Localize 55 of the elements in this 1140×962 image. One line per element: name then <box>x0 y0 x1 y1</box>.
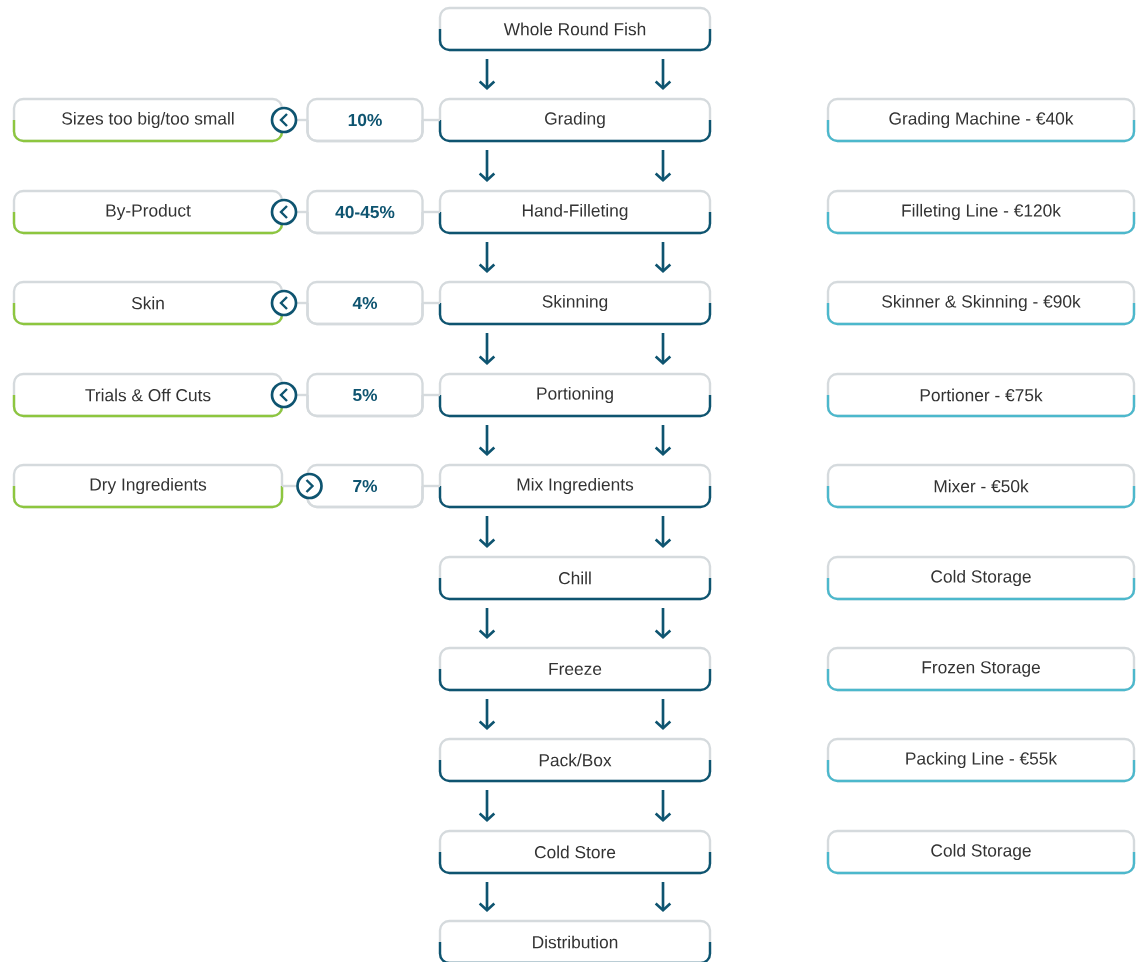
arrow <box>478 608 496 639</box>
equipment-box: Skinner & Skinning - €90k <box>826 280 1136 326</box>
equipment-box: Filleting Line - €120k <box>826 189 1136 235</box>
arrow <box>654 59 672 90</box>
connector-line <box>422 301 440 305</box>
equipment-box: Cold Storage <box>826 555 1136 601</box>
process-box: Freeze <box>438 646 712 692</box>
process-box: Whole Round Fish <box>438 6 712 52</box>
arrow <box>654 608 672 639</box>
process-box: Mix Ingredients <box>438 463 712 509</box>
arrow <box>478 59 496 90</box>
arrow <box>654 699 672 730</box>
arrow <box>654 516 672 548</box>
output-box: Dry Ingredients <box>12 463 284 509</box>
arrow <box>478 790 496 822</box>
arrow <box>654 242 672 273</box>
arrow <box>654 150 672 182</box>
arrow <box>478 150 496 182</box>
arrow <box>270 381 308 409</box>
arrow <box>478 333 496 365</box>
equipment-box: Grading Machine - €40k <box>826 97 1136 143</box>
connector-line <box>422 118 440 122</box>
arrow <box>654 882 672 912</box>
arrow <box>282 472 323 500</box>
equipment-box: Packing Line - €55k <box>826 737 1136 783</box>
process-box: Cold Store <box>438 829 712 875</box>
arrow <box>478 699 496 730</box>
arrow <box>654 333 672 365</box>
equipment-box: Mixer - €50k <box>826 463 1136 509</box>
percentage-box: 5% <box>306 372 424 418</box>
arrow <box>478 516 496 548</box>
arrow <box>478 425 496 456</box>
process-box: Skinning <box>438 280 712 326</box>
equipment-box: Frozen Storage <box>826 646 1136 692</box>
process-box: Chill <box>438 555 712 601</box>
arrow <box>270 198 308 226</box>
arrow <box>654 425 672 456</box>
percentage-box: 4% <box>306 280 424 326</box>
equipment-box: Portioner - €75k <box>826 372 1136 418</box>
process-box: Pack/Box <box>438 737 712 783</box>
connector-line <box>422 393 440 397</box>
percentage-box: 10% <box>306 97 424 143</box>
equipment-box: Cold Storage <box>826 829 1136 875</box>
percentage-box: 40-45% <box>306 189 424 235</box>
connector-line <box>422 484 440 488</box>
process-box: Grading <box>438 97 712 143</box>
process-box: Portioning <box>438 372 712 418</box>
arrow <box>478 242 496 273</box>
process-box: Hand-Filleting <box>438 189 712 235</box>
connector-line <box>422 210 440 214</box>
arrow <box>270 106 308 134</box>
arrow <box>478 882 496 912</box>
arrow <box>654 790 672 822</box>
arrow <box>270 289 308 317</box>
process-box: Distribution <box>438 919 712 962</box>
